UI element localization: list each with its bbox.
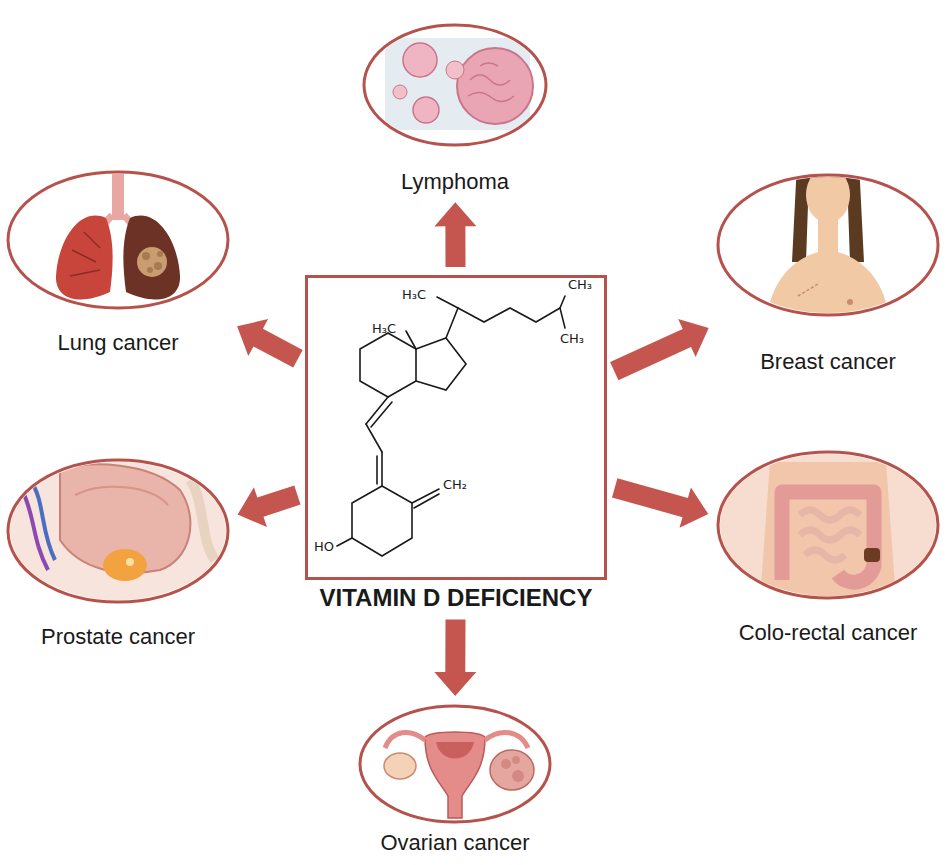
node-shape — [305, 275, 607, 580]
uterus-picture — [384, 732, 534, 818]
lymphoma-picture — [385, 38, 533, 130]
cancer-label: Breast cancer — [716, 349, 940, 374]
cancer-circle: Ovarian cancer — [358, 704, 552, 855]
cancer-circle: Colo-rectal cancer — [716, 450, 940, 645]
block-arrow — [612, 478, 708, 528]
circle-outline — [716, 450, 940, 600]
block-arrow — [434, 202, 476, 267]
circle-outline — [362, 23, 548, 147]
block-arrow — [434, 620, 476, 696]
cancer-label: Ovarian cancer — [358, 830, 552, 855]
circle-outline — [6, 458, 230, 604]
cancer-label: Lung cancer — [6, 330, 230, 355]
atom-label: CH₃ — [568, 278, 592, 293]
atom-label: HO — [314, 540, 334, 555]
node-shape — [716, 450, 940, 600]
cancer-label: Lymphoma — [362, 169, 548, 194]
atom-label: CH₂ — [443, 478, 467, 493]
node-shape — [358, 704, 552, 824]
block-arrow — [237, 319, 303, 368]
cancer-label: Colo-rectal cancer — [716, 620, 940, 645]
block-arrow — [610, 319, 709, 380]
atom-label: H₃C — [372, 322, 396, 337]
node-shape — [362, 23, 548, 147]
circle-outline — [6, 170, 230, 310]
prostate-picture — [8, 458, 230, 604]
cancer-label: Prostate cancer — [6, 624, 230, 649]
node-shape — [6, 170, 230, 310]
cancer-circle: Lymphoma — [362, 23, 548, 194]
lung-picture — [56, 172, 180, 299]
breast-picture — [766, 158, 890, 330]
circle-outline — [716, 173, 940, 317]
deficiency-box: VITAMIN D DEFICIENCY — [305, 275, 607, 612]
atom-label: H₃C — [402, 288, 426, 303]
node-shape — [6, 458, 230, 604]
cancer-circle: Lung cancer — [6, 170, 230, 355]
atom-label: CH₃ — [560, 332, 584, 347]
cancer-circle: Breast cancer — [716, 173, 940, 374]
heading: VITAMIN D DEFICIENCY — [320, 584, 593, 612]
block-arrow — [238, 486, 301, 527]
circle-outline — [358, 704, 552, 824]
node-shape — [716, 173, 940, 317]
cancer-circle: Prostate cancer — [6, 458, 230, 649]
colon-picture — [718, 452, 938, 600]
vitamin-d-structure — [337, 296, 565, 556]
